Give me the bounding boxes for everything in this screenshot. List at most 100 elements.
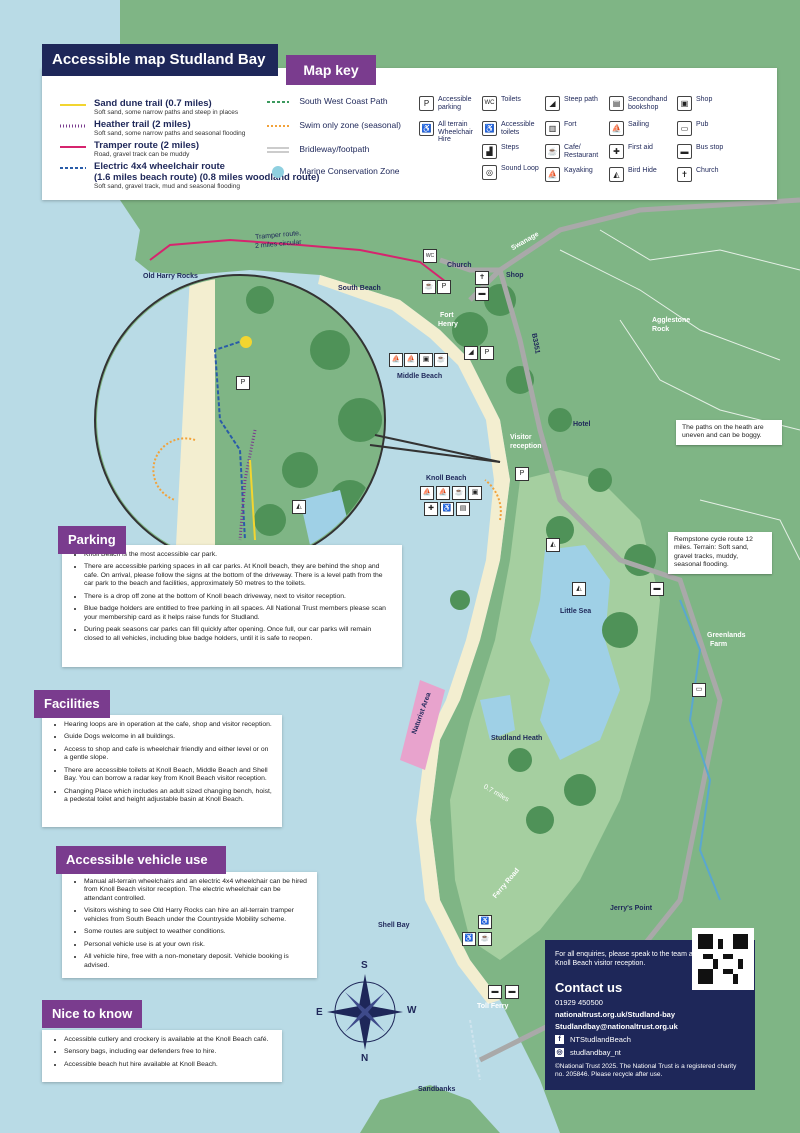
compass-w: W (407, 1005, 417, 1016)
label-south-beach: South Beach (338, 285, 381, 292)
steep-path-icon[interactable]: ◢ (464, 346, 478, 360)
cafe-icon[interactable]: ☕ (422, 280, 436, 294)
toilets-icon[interactable]: ▣ (419, 353, 433, 367)
key-accessible-toilets: ♿Accessible toilets (482, 121, 540, 136)
bookshop-icon: ▤ (609, 96, 624, 111)
contact-web[interactable]: nationaltrust.org.uk/Studland-bay (555, 1010, 676, 1020)
contact-email[interactable]: Studlandbay@nationaltrust.org.uk (555, 1022, 678, 1032)
instagram-link[interactable]: ◎studlandbay_nt (555, 1048, 621, 1058)
bus-stop-icon[interactable]: ▬ (475, 287, 489, 301)
first-aid-icon[interactable]: ✚ (424, 502, 438, 516)
church-icon[interactable]: ✝ (475, 271, 489, 285)
label-agglestone: Agglestone (652, 317, 691, 324)
mainland (120, 0, 800, 1133)
label-toll-ferry: Toll Ferry (477, 1003, 509, 1010)
sailing-icon[interactable]: ⛵ (404, 353, 418, 367)
pub-icon: ▭ (677, 121, 692, 136)
facilities-heading: Facilities (34, 690, 110, 718)
key-bus-stop: ▬Bus stop (677, 144, 737, 159)
map-key-panel: Sand dune trail (0.7 miles) Soft sand, s… (42, 68, 777, 200)
bird-hide-icon[interactable]: ◭ (546, 538, 560, 552)
cafe-icon[interactable]: ☕ (478, 932, 492, 946)
label-greenlands: Greenlands (707, 632, 746, 639)
accessible-toilets-icon[interactable]: ♿ (440, 502, 454, 516)
cafe-icon[interactable]: ☕ (452, 486, 466, 500)
label-old-harry-rocks: Old Harry Rocks (143, 273, 198, 280)
vehicle-item: Visitors wishing to see Old Harry Rocks … (84, 907, 307, 924)
toilets-icon: WC (482, 96, 497, 111)
naturist-zone (400, 680, 445, 770)
first-aid-icon: ✚ (609, 144, 624, 159)
key-sound-loop: ◎Sound Loop (482, 165, 540, 180)
key-steep-path: ◢Steep path (545, 96, 607, 111)
inset-pointer (374, 434, 501, 463)
nice-section: Accessible cutlery and crockery is avail… (42, 1030, 282, 1082)
bus-stop-icon[interactable]: ▬ (488, 985, 502, 999)
sandbanks-land (360, 1085, 500, 1133)
cafe-icon[interactable]: ☕ (434, 353, 448, 367)
vehicle-item: All vehicle hire, free with a non-moneta… (84, 953, 307, 970)
accessible-toilets-icon[interactable]: ♿ (478, 915, 492, 929)
toilets-icon[interactable]: WC (423, 249, 437, 263)
instagram-icon: ◎ (555, 1048, 564, 1058)
sailing-icon[interactable]: ⛵ (436, 486, 450, 500)
key-swim-zone: Swim only zone (seasonal) (267, 120, 401, 130)
label-visitor-reception-2: reception (510, 443, 542, 450)
facilities-item: There are accessible toilets at Knoll Be… (64, 767, 272, 784)
wheelchair-hire-icon[interactable]: ♿ (462, 932, 476, 946)
shop-icon[interactable]: ▣ (468, 486, 482, 500)
small-lake (480, 695, 515, 740)
accessible-parking-icon[interactable]: P (437, 280, 451, 294)
label-fort-henry: Fort (440, 312, 454, 319)
bus-stop-icon[interactable]: ▬ (505, 985, 519, 999)
kayaking-icon: ⛵ (545, 167, 560, 182)
key-route-tramper: Tramper route (2 miles) Road, gravel tra… (60, 140, 200, 158)
bus-stop-icon[interactable]: ▬ (650, 582, 664, 596)
kayaking-icon[interactable]: ⛵ (420, 486, 434, 500)
bird-hide-icon[interactable]: ◭ (292, 500, 306, 514)
facilities-item: Access to shop and cafe is wheelchair fr… (64, 746, 272, 763)
parking-item: During peak seasons car parks can fill q… (84, 626, 392, 643)
contact-panel: For all enquiries, please speak to the t… (545, 940, 755, 1090)
label-church: Church (447, 262, 472, 269)
parking-section: Knoll Beach is the most accessible car p… (62, 545, 402, 667)
vehicle-heading: Accessible vehicle use (56, 846, 226, 874)
accessible-parking-icon[interactable]: P (480, 346, 494, 360)
vehicle-section: Manual all-terrain wheelchairs and an el… (62, 872, 317, 978)
key-church: ✝Church (677, 167, 737, 182)
key-sailing: ⛵Sailing (609, 121, 679, 136)
sound-loop-icon: ◎ (482, 165, 497, 180)
contact-phone[interactable]: 01929 450500 (555, 998, 603, 1008)
label-knoll-beach: Knoll Beach (426, 475, 467, 482)
key-steps: ▟Steps (482, 144, 540, 159)
key-bird-hide: ◭Bird Hide (609, 167, 679, 182)
contact-intro: For all enquiries, please speak to the t… (555, 951, 695, 968)
shop-icon: ▣ (677, 96, 692, 111)
key-bookshop: ▤Secondhand bookshop (609, 96, 679, 111)
church-icon: ✝ (677, 167, 692, 182)
parking-item: Knoll Beach is the most accessible car p… (84, 551, 392, 559)
label-agglestone-2: Rock (652, 326, 670, 333)
facilities-item: Guide Dogs welcome in all buildings. (64, 733, 272, 741)
key-route-electric-wheelchair: Electric 4x4 wheelchair route (1.6 miles… (60, 161, 320, 190)
contact-heading: Contact us (555, 980, 623, 996)
nice-heading: Nice to know (42, 1000, 143, 1028)
key-fort: ▥Fort (545, 121, 607, 136)
key-shop: ▣Shop (677, 96, 737, 111)
facebook-icon: f (555, 1035, 564, 1045)
fort-icon: ▥ (545, 121, 560, 136)
kayaking-icon[interactable]: ⛵ (389, 353, 403, 367)
bookshop-icon[interactable]: ▤ (456, 502, 470, 516)
bird-hide-icon: ◭ (609, 167, 624, 182)
label-jerrys-point: Jerry's Point (610, 905, 653, 912)
key-coast-path: South West Coast Path (267, 96, 388, 106)
pub-icon[interactable]: ▭ (692, 683, 706, 697)
qr-code[interactable] (692, 928, 754, 990)
accessible-parking-icon[interactable]: P (236, 376, 250, 390)
facilities-section: Hearing loops are in operation at the ca… (42, 715, 282, 827)
accessible-parking-icon[interactable]: P (515, 467, 529, 481)
bird-hide-icon[interactable]: ◭ (572, 582, 586, 596)
compass-rose (327, 974, 403, 1050)
